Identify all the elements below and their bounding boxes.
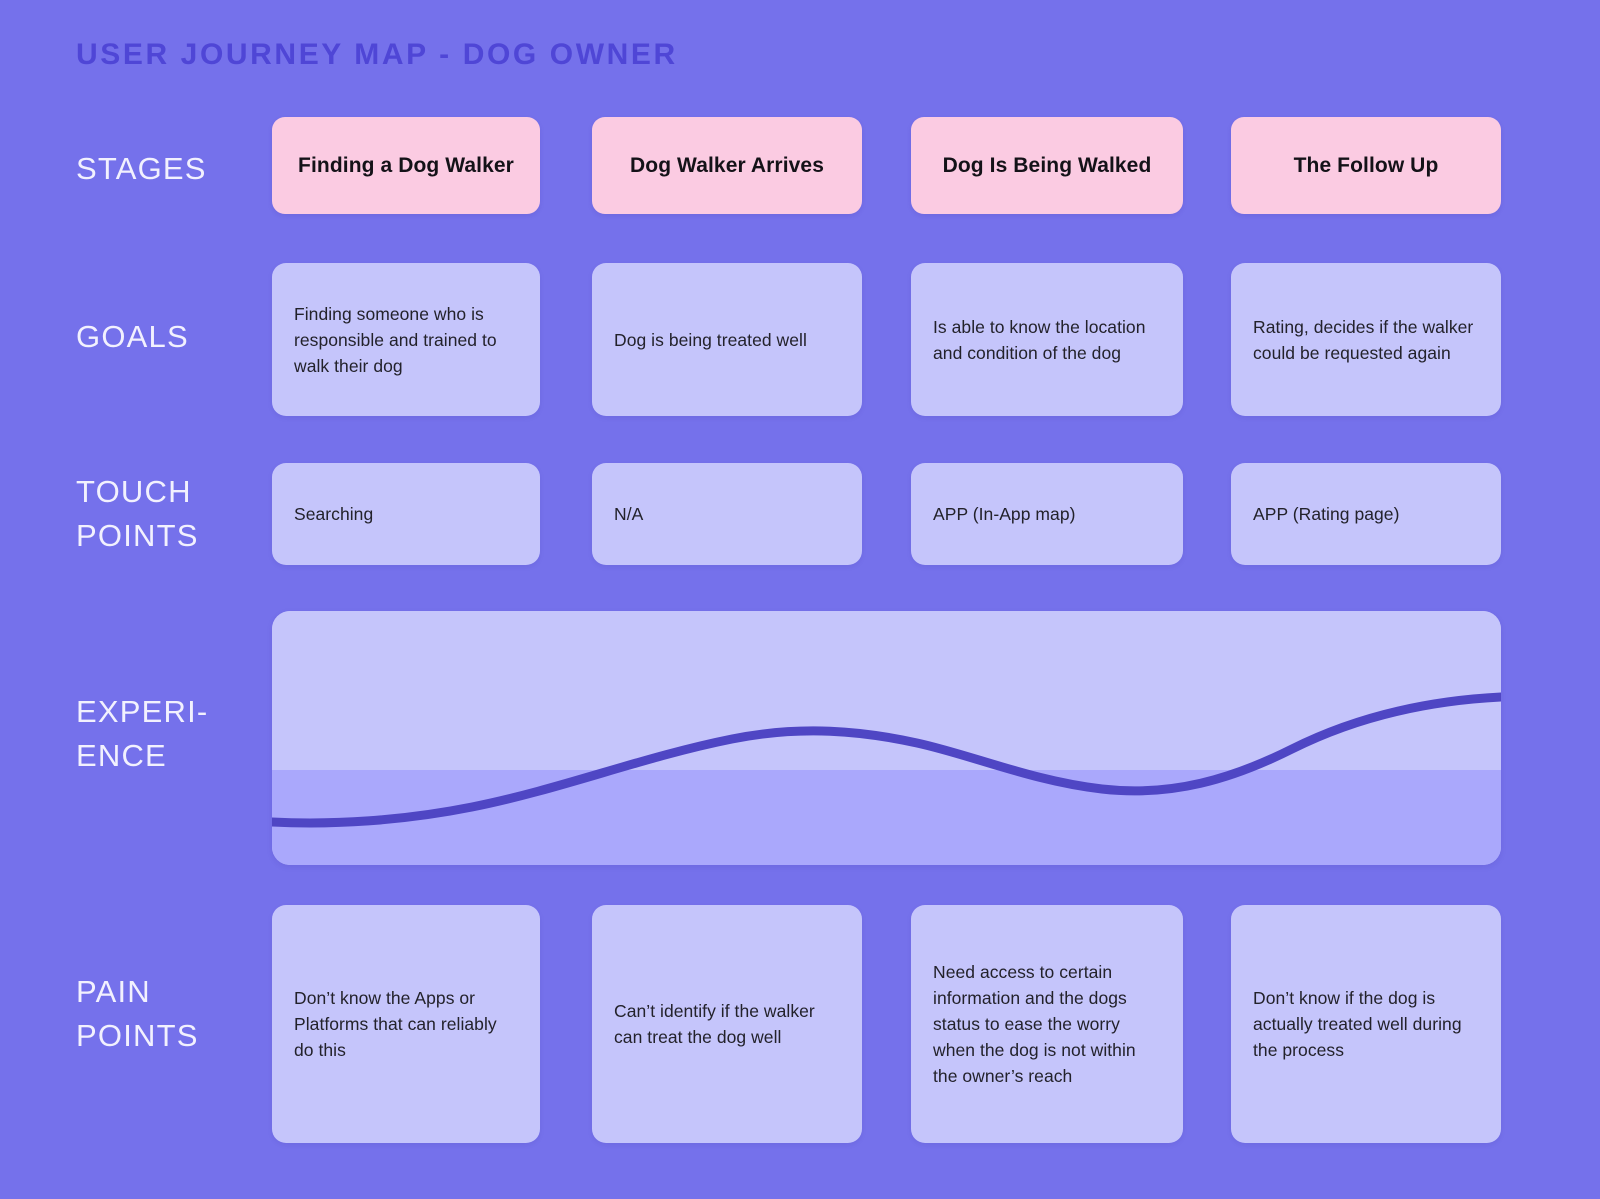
goal-card-2[interactable]: Dog is being treated well [592,263,862,416]
touchpoint-card-4[interactable]: APP (Rating page) [1231,463,1501,565]
goal-card-1[interactable]: Finding someone who is responsible and t… [272,263,540,416]
experience-band-negative [272,770,1501,865]
stage-label-4: The Follow Up [1293,153,1439,177]
stage-label-3: Dog Is Being Walked [942,153,1152,177]
touchpoint-text-2: N/A [614,504,644,524]
touchpoint-card-2[interactable]: N/A [592,463,862,565]
touchpoint-text-4: APP (Rating page) [1253,504,1400,524]
page-title: User Journey Map - Dog Owner [76,38,678,71]
row-label-stages: Stages [76,151,207,186]
row-label-experience: Experi- ence [76,690,266,778]
row-label-painpoints-line1: Pain Points [76,974,199,1053]
stage-card-3[interactable]: Dog Is Being Walked [911,117,1183,214]
painpoint-card-2[interactable]: Can’t identify if the walker can treat t… [592,905,862,1143]
goal-text-3: Is able to know the location and conditi… [933,316,1146,363]
experience-curve-path [272,697,1501,823]
goal-text-2: Dog is being treated well [614,329,807,350]
goal-text-4: Rating, decides if the walker could be r… [1253,316,1474,363]
stage-card-4[interactable]: The Follow Up [1231,117,1501,214]
painpoint-card-4[interactable]: Don’t know if the dog is actually treate… [1231,905,1501,1143]
stage-label-1: Finding a Dog Walker [298,153,514,177]
painpoint-text-4: Don’t know if the dog is actually treate… [1253,988,1462,1060]
painpoint-card-3[interactable]: Need access to certain information and t… [911,905,1183,1143]
experience-chart-panel [272,611,1501,865]
touchpoint-text-3: APP (In-App map) [933,504,1076,524]
row-label-touchpoints: Touch Points [76,470,266,558]
goal-card-4[interactable]: Rating, decides if the walker could be r… [1231,263,1501,416]
touchpoint-text-1: Searching [294,504,374,524]
painpoint-text-1: Don’t know the Apps or Platforms that ca… [294,988,497,1060]
goal-card-3[interactable]: Is able to know the location and conditi… [911,263,1183,416]
touchpoint-card-3[interactable]: APP (In-App map) [911,463,1183,565]
painpoint-card-1[interactable]: Don’t know the Apps or Platforms that ca… [272,905,540,1143]
row-label-painpoints: Pain Points [76,970,266,1058]
stage-label-2: Dog Walker Arrives [630,153,824,177]
painpoint-text-3: Need access to certain information and t… [933,962,1136,1086]
goal-text-1: Finding someone who is responsible and t… [294,303,497,376]
stage-card-1[interactable]: Finding a Dog Walker [272,117,540,214]
touchpoint-card-1[interactable]: Searching [272,463,540,565]
stage-card-2[interactable]: Dog Walker Arrives [592,117,862,214]
row-label-goals: Goals [76,319,189,354]
row-label-experience-line2: ence [76,738,167,773]
painpoint-text-2: Can’t identify if the walker can treat t… [614,1001,815,1047]
row-label-experience-line1: Experi- [76,694,209,729]
row-label-touchpoints-line1: Touch Points [76,474,199,553]
experience-curve-svg [272,611,1501,865]
